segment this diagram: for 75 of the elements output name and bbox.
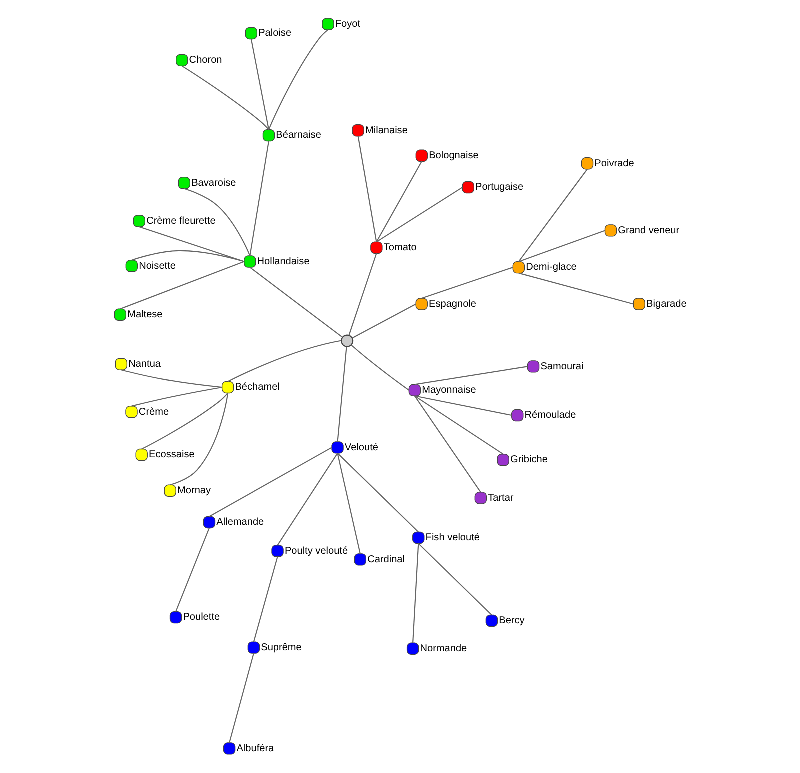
node-label: Crème fleurette	[146, 216, 216, 227]
node-label: Bigarade	[646, 298, 687, 310]
connector	[351, 344, 410, 391]
node-label: Béchamel	[235, 382, 280, 394]
connector	[176, 528, 210, 612]
node-label: Cardinal	[368, 554, 406, 566]
connector	[414, 396, 482, 493]
connector	[337, 453, 361, 554]
node-label: Béarnaise	[276, 130, 322, 142]
connector	[184, 188, 251, 256]
node-label: Tartar	[488, 492, 514, 504]
node-circle	[341, 334, 354, 348]
node-label: Paloise	[258, 28, 292, 40]
connector	[142, 392, 229, 450]
connector	[337, 453, 419, 533]
node-label: Choron	[189, 55, 222, 66]
node-label: Velouté	[344, 442, 378, 454]
connector	[170, 393, 229, 486]
connector	[209, 447, 332, 518]
node-label: Allemande	[216, 517, 264, 528]
node-label: Samourai	[540, 361, 584, 372]
connector	[337, 346, 348, 442]
connector	[132, 250, 245, 262]
node-label: Poivrade	[594, 158, 634, 170]
connector	[418, 543, 492, 616]
node-label: Bavaroise	[192, 178, 236, 189]
node-label: Gribiche	[510, 454, 548, 466]
connector	[229, 653, 254, 744]
node-label: Poulty velouté	[284, 546, 348, 557]
node-label: Hollandaise	[257, 256, 310, 268]
connector	[250, 141, 270, 256]
node-label: Maltese	[128, 310, 163, 321]
connector	[121, 370, 222, 388]
connector	[414, 366, 528, 386]
node-label: Tomato	[384, 242, 417, 254]
connector	[414, 396, 512, 416]
node-label: Demi-glace	[526, 262, 577, 274]
node-label: Mayonnaise	[422, 385, 476, 396]
connector	[412, 544, 420, 644]
connector	[250, 267, 343, 338]
connector	[518, 230, 606, 262]
connector	[518, 169, 588, 262]
node-label: Noisette	[139, 260, 176, 272]
connector	[182, 66, 270, 130]
node-label: Suprême	[261, 642, 302, 654]
node-label: Crème	[138, 406, 170, 418]
node-label: Ecossaise	[149, 450, 195, 461]
node-label: Grand veneur	[618, 225, 680, 236]
node-label: Normande	[420, 644, 468, 655]
connector	[376, 187, 463, 243]
connector	[132, 386, 222, 407]
connector	[250, 39, 270, 130]
connector	[253, 556, 278, 642]
connector	[348, 253, 378, 336]
node-label: Mornay	[178, 486, 212, 497]
node-label: Foyot	[335, 18, 361, 30]
node-label: Poulette	[183, 612, 220, 624]
node-label: Bercy	[499, 616, 525, 627]
connector	[414, 396, 504, 455]
node-label: Albuféra	[236, 743, 274, 754]
node-label: Nantua	[128, 358, 162, 370]
node-label: Espagnole	[429, 298, 477, 310]
node-label: Fish velouté	[426, 532, 480, 544]
connector	[352, 304, 416, 339]
connector	[518, 272, 634, 305]
connector	[277, 453, 338, 546]
connector	[376, 161, 422, 242]
connector	[228, 340, 342, 382]
node-label: Bolognaise	[429, 150, 479, 162]
node-label: Milanaise	[365, 125, 408, 136]
connector	[358, 136, 378, 242]
node-label: Portugaise	[476, 182, 524, 194]
node-label: Rémoulade	[524, 410, 576, 422]
connector	[268, 30, 329, 130]
connector	[422, 267, 514, 300]
